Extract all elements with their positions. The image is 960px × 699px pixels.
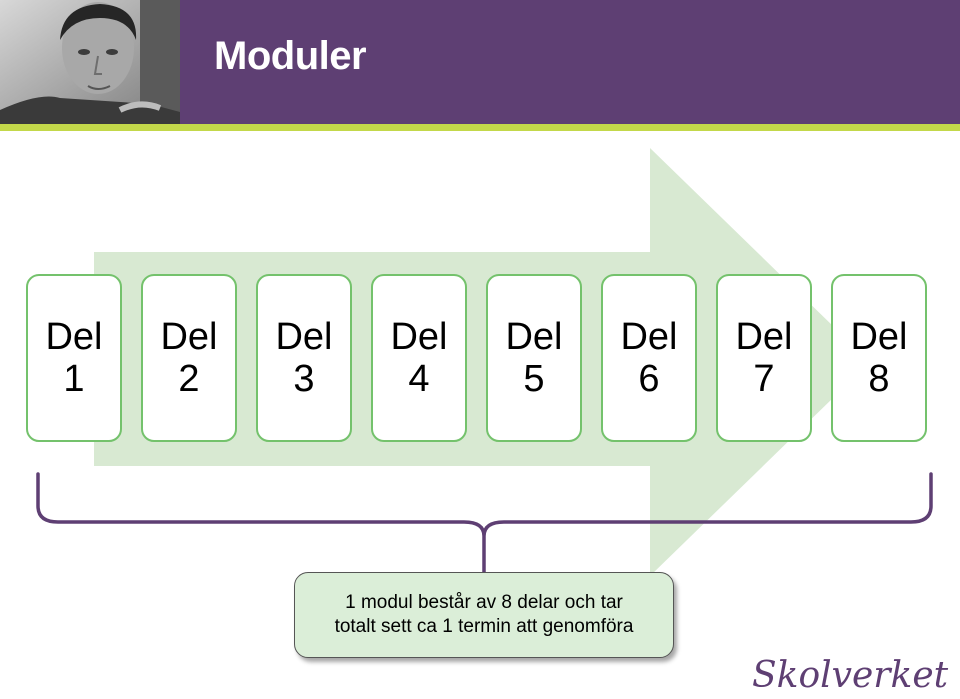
summary-line-2: totalt sett ca 1 termin att genomföra: [334, 616, 634, 637]
part-box-1: Del 1: [26, 274, 122, 442]
part-number: 2: [178, 358, 200, 400]
part-number: 5: [523, 358, 545, 400]
portrait-photo: [0, 0, 180, 124]
part-word: Del: [160, 316, 218, 358]
page-title: Moduler: [214, 34, 367, 78]
part-number: 1: [63, 358, 85, 400]
part-word: Del: [735, 316, 793, 358]
part-word: Del: [620, 316, 678, 358]
skolverket-logo: Skolverket: [752, 655, 949, 696]
part-number: 3: [293, 358, 315, 400]
part-number: 7: [753, 358, 775, 400]
part-number: 4: [408, 358, 430, 400]
part-word: Del: [850, 316, 908, 358]
part-box-5: Del 5: [486, 274, 582, 442]
part-box-7: Del 7: [716, 274, 812, 442]
part-box-4: Del 4: [371, 274, 467, 442]
part-word: Del: [275, 316, 333, 358]
part-box-2: Del 2: [141, 274, 237, 442]
part-number: 8: [868, 358, 890, 400]
part-word: Del: [390, 316, 448, 358]
part-number: 6: [638, 358, 660, 400]
part-box-8: Del 8: [831, 274, 927, 442]
part-box-3: Del 3: [256, 274, 352, 442]
summary-line-1: 1 modul består av 8 delar och tar: [345, 592, 623, 613]
part-box-6: Del 6: [601, 274, 697, 442]
summary-callout: 1 modul består av 8 delar och tar totalt…: [294, 572, 674, 658]
part-word: Del: [45, 316, 103, 358]
header-accent-stripe: [0, 124, 960, 131]
part-word: Del: [505, 316, 563, 358]
